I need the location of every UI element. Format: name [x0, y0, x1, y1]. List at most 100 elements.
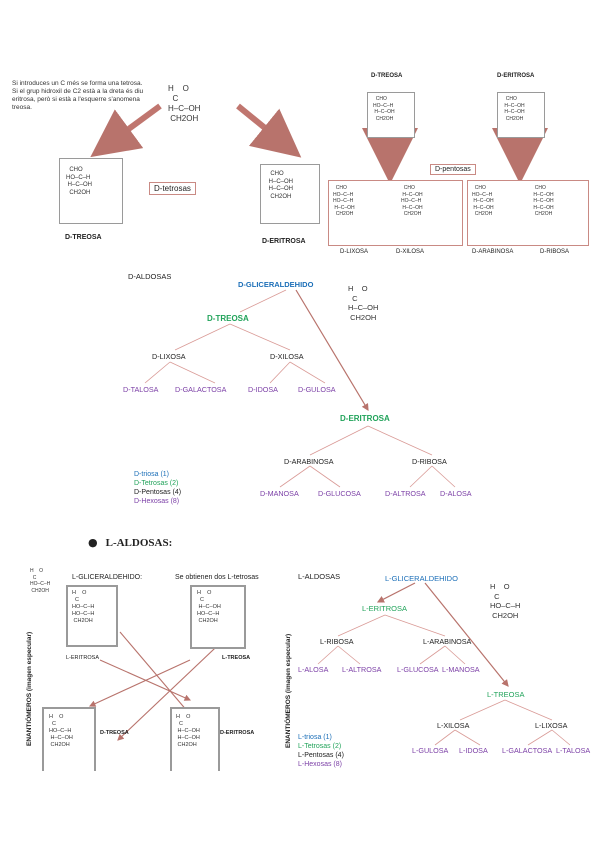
arabinosa-structure: CHO HO–C–H H–C–OH H–C–OH CH2OH — [472, 185, 494, 217]
intro-note-line1: Si introduces un C més se forma una tetr… — [12, 80, 143, 87]
l-obtain-text: Se obtienen dos L-tetrosas — [175, 574, 259, 581]
d-tree-arabinosa: D-ARABINOSA — [284, 457, 334, 466]
aldehyde-structure: H O C H–C–OH CH2OH — [168, 84, 201, 123]
d-tree-eritrosa: D-ERITROSA — [340, 414, 390, 423]
l-glic-label: L-GLICERALDEHIDO: — [72, 574, 143, 581]
l-eritrosa-box: H O C HO–C–H HO–C–H CH2OH — [66, 585, 118, 647]
d-legend-hexosas: D-Hexosas (8) — [134, 498, 180, 505]
arrow-to-d-eritrosa — [236, 103, 302, 158]
d-tetrosas-tag: D-tetrosas — [149, 182, 196, 195]
l-tree-ribosa: L-RIBOSA — [320, 637, 354, 646]
d-leaf-talosa: D-TALOSA — [123, 385, 159, 394]
l-treosa-structure: H O C H–C–OH HO–C–H CH2OH — [197, 590, 221, 624]
l-tree-xilosa: L-XILOSA — [437, 721, 470, 730]
l-leaf-altrosa: L-ALTROSA — [342, 665, 382, 674]
l-eritrosa-label: L-ERITROSA — [66, 655, 100, 661]
l-treosa-label: L-TREOSA — [222, 655, 251, 661]
arrow-cross-2 — [117, 631, 233, 741]
d-tree-lixosa: D-LIXOSA — [152, 352, 186, 361]
l-tree-eritrosa: L-ERITROSA — [362, 604, 408, 613]
d-legend-pentosas: D-Pentosas (4) — [134, 489, 182, 496]
arrow-l-glic-to-eritrosa — [376, 582, 416, 603]
pentose-lixosa: D-LIXOSA — [340, 249, 369, 255]
l-aldosas-title: L-ALDOSAS — [298, 572, 341, 581]
pentose-arabinosa: D-ARABINOSA — [472, 249, 514, 255]
d-leaf-idosa: D-IDOSA — [248, 385, 278, 394]
d-treosa-left-label: D-TREOSA — [100, 730, 129, 736]
l-eritrosa-structure: H O C HO–C–H HO–C–H CH2OH — [72, 590, 95, 624]
pentose-xilosa: D-XILOSA — [396, 249, 425, 255]
l-gliceraldehido: L-GLICERALDEHIDO — [385, 574, 458, 583]
treosa-header: D-TREOSA — [371, 73, 403, 79]
l-right-vertical-label: ENANTIÓMEROS (imagen especular) — [285, 633, 292, 748]
d-leaf-galactosa: D-GALACTOSA — [175, 385, 227, 394]
d-legend-triosa: D-triosa (1) — [134, 471, 170, 478]
d-leaf-alosa: D-ALOSA — [440, 489, 472, 498]
lixosa-structure: CHO HO–C–H HO–C–H H–C–OH CH2OH — [333, 185, 355, 217]
top-treosa-box: CHO HO–C–H H–C–OH CH2OH — [367, 92, 415, 138]
lixosa-xilosa-box: CHO HO–C–H HO–C–H H–C–OH CH2OH CHO H–C–O… — [328, 180, 463, 246]
d-eritrosa-left-box: H O C H–C–OH H–C–OH CH2OH — [170, 707, 220, 771]
d-treosa-left-structure: H O C HO–C–H H–C–OH CH2OH — [49, 714, 73, 748]
d-glic-structure: H O C H–C–OH CH2OH — [348, 284, 379, 322]
d-eritrosa-label: D-ERITROSA — [262, 238, 306, 245]
d-legend-tetrosas: D-Tetrosas (2) — [134, 480, 179, 487]
d-pentosas-tag: D-pentosas — [430, 164, 476, 175]
l-legend-triosa: L-triosa (1) — [298, 734, 332, 741]
l-legend-pentosas: L-Pentosas (4) — [298, 752, 344, 759]
top-treosa-structure: CHO HO–C–H H–C–OH CH2OH — [373, 96, 395, 122]
d-tree-ribosa: D-RIBOSA — [412, 457, 447, 466]
l-leaf-glucosa: L-GLUCOSA — [397, 665, 439, 674]
d-aldosas-title: D-ALDOSAS — [128, 272, 172, 281]
arrow-to-d-treosa — [90, 103, 162, 158]
l-tree-treosa: L-TREOSA — [487, 690, 525, 699]
intro-note-line2: Si el grup hidroxil de C2 està a la dret… — [12, 88, 144, 111]
xilosa-structure: CHO H–C–OH HO–C–H H–C–OH CH2OH — [401, 185, 423, 217]
arrow-l-treosa-to-d-treosa — [89, 659, 191, 707]
eritrosa-header: D-ERITROSA — [497, 73, 535, 79]
l-glic-small-structure: H O C HO–C–H CH2OH — [30, 568, 51, 594]
top-eritrosa-structure: CHO H–C–OH H–C–OH CH2OH — [504, 96, 525, 122]
d-eritrosa-box: CHO H–C–OH H–C–OH CH2OH — [260, 164, 320, 224]
d-treosa-left-box: H O C HO–C–H H–C–OH CH2OH — [42, 707, 96, 771]
l-legend-tetrosas: L-Tetrosas (2) — [298, 743, 342, 750]
d-leaf-altrosa: D-ALTROSA — [385, 489, 426, 498]
d-treosa-box: CHO HO–C–H H–C–OH CH2OH — [59, 158, 123, 224]
d-tree-lines — [144, 289, 456, 488]
l-left-vertical-label: ENANTIÓMEROS (imagen especular) — [26, 631, 33, 746]
bullet-icon: ● — [88, 536, 98, 549]
d-treosa-label: D-TREOSA — [65, 234, 102, 241]
l-glic-structure: H O C HO–C–H CH2OH — [490, 582, 521, 620]
l-tree-arabinosa: L-ARABINOSA — [423, 637, 472, 646]
d-leaf-manosa: D-MANOSA — [260, 489, 299, 498]
ribosa-structure: CHO H–C–OH H–C–OH H–C–OH CH2OH — [533, 185, 554, 217]
l-legend: L-triosa (1) L-Tetrosas (2) L-Pentosas (… — [298, 733, 344, 769]
d-leaf-gulosa: D-GULOSA — [298, 385, 336, 394]
l-tree-lixosa: L-LIXOSA — [535, 721, 568, 730]
l-leaf-manosa: L-MANOSA — [442, 665, 480, 674]
l-leaf-idosa: L-IDOSA — [459, 746, 488, 755]
l-leaf-galactosa: L-GALACTOSA — [502, 746, 553, 755]
d-eritrosa-left-structure: H O C H–C–OH H–C–OH CH2OH — [176, 714, 200, 748]
l-aldosas-heading-text: L-ALDOSAS: — [105, 537, 173, 549]
l-aldosas-heading: ● L-ALDOSAS: — [88, 536, 172, 549]
arrow-l-glic-to-treosa — [424, 582, 509, 687]
l-leaf-gulosa: L-GULOSA — [412, 746, 449, 755]
d-gliceraldehido: D-GLICERALDEHIDO — [238, 280, 314, 289]
arabinosa-ribosa-box: CHO HO–C–H H–C–OH H–C–OH CH2OH CHO H–C–O… — [467, 180, 589, 246]
arrow-glic-to-eritrosa — [295, 289, 369, 412]
d-tree-xilosa: D-XILOSA — [270, 352, 304, 361]
l-leaf-alosa: L-ALOSA — [298, 665, 329, 674]
pentose-ribosa: D-RIBOSA — [540, 249, 570, 255]
d-leaf-glucosa: D-GLUCOSA — [318, 489, 361, 498]
arrow-l-eritrosa-to-d-eritrosa — [99, 659, 192, 701]
d-legend: D-triosa (1) D-Tetrosas (2) D-Pentosas (… — [134, 470, 181, 506]
l-tree-lines — [317, 614, 571, 746]
intro-note: Si introduces un C més se forma una tetr… — [12, 80, 152, 112]
d-eritrosa-structure: CHO H–C–OH H–C–OH CH2OH — [268, 171, 294, 200]
l-treosa-box: H O C H–C–OH HO–C–H CH2OH — [190, 585, 246, 649]
l-legend-hexosas: L-Hexosas (8) — [298, 761, 342, 768]
d-tree-treosa: D-TREOSA — [207, 314, 249, 323]
top-eritrosa-box: CHO H–C–OH H–C–OH CH2OH — [497, 92, 545, 138]
